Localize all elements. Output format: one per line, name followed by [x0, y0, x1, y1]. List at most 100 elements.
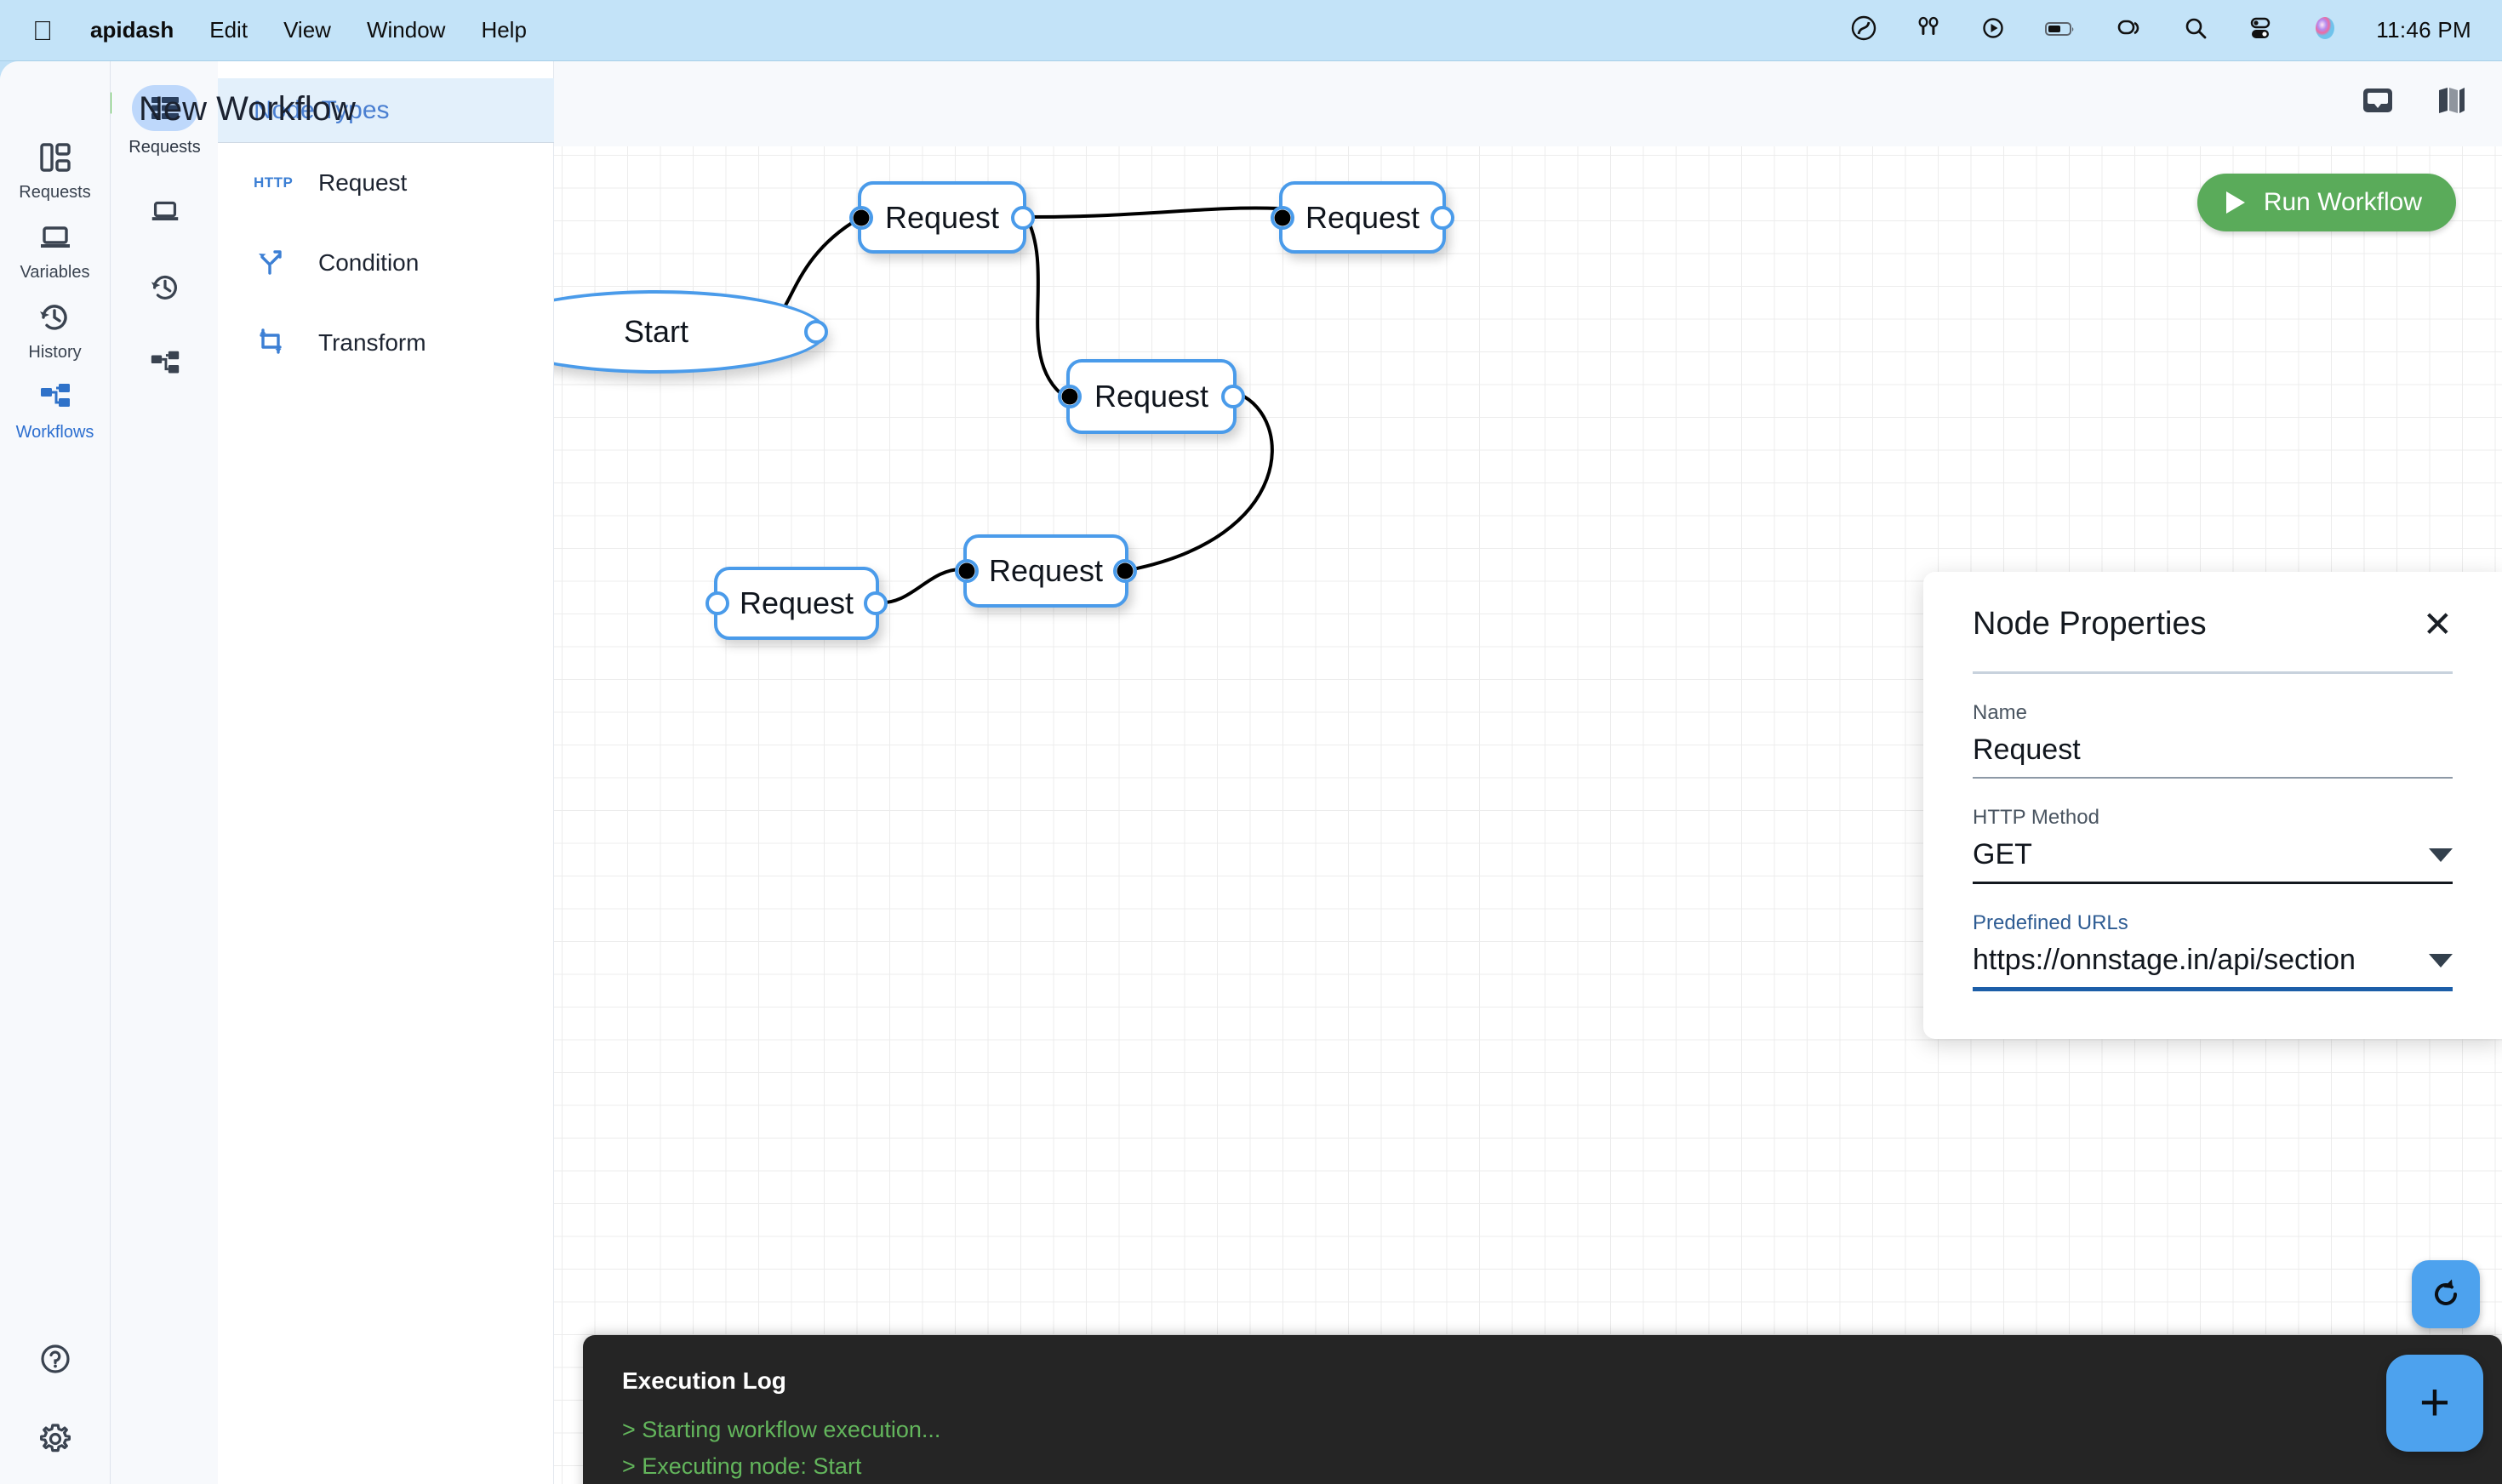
node-port-output[interactable] — [1431, 205, 1454, 230]
http-method-select-value[interactable]: GET — [1973, 838, 2032, 870]
canvas-node-start[interactable]: Start — [554, 290, 828, 374]
run-workflow-label: Run Workflow — [2263, 188, 2422, 216]
list-icon — [151, 97, 179, 119]
node-port-output[interactable] — [864, 591, 888, 615]
canvas-node-request-1-label: Request — [884, 199, 1000, 235]
canvas-node-request-2-label: Request — [1305, 199, 1420, 235]
execution-log-title: Execution Log — [622, 1367, 786, 1394]
divider — [1973, 671, 2453, 674]
add-fab[interactable]: + — [2386, 1355, 2483, 1452]
creative-cloud-icon[interactable] — [1850, 14, 1877, 46]
battery-icon[interactable] — [2044, 14, 2078, 46]
chevron-down-icon[interactable] — [2429, 953, 2453, 967]
panel-toggle-icon[interactable] — [2361, 83, 2395, 122]
page-title: New Workflow — [139, 90, 356, 128]
menu-item-edit[interactable]: Edit — [189, 17, 248, 43]
node-port-output[interactable] — [1113, 559, 1137, 583]
panel-tab-requests[interactable]: Requests — [111, 85, 218, 157]
menu-item-apidash[interactable]: apidash — [70, 17, 174, 43]
app-window: Requests Variables History — [0, 61, 2502, 1484]
panel-tab-history[interactable] — [111, 265, 218, 311]
apple-logo-icon[interactable]:  — [32, 17, 53, 44]
map-icon[interactable] — [2434, 83, 2468, 122]
control-center-icon[interactable] — [2247, 14, 2274, 46]
siri-icon[interactable] — [2311, 14, 2339, 46]
branch-icon — [254, 244, 294, 283]
link-chain-icon[interactable] — [2116, 14, 2145, 46]
name-input[interactable]: Request — [1973, 733, 2081, 766]
refresh-fab[interactable] — [2412, 1260, 2480, 1328]
canvas-node-request-3-label: Request — [1094, 379, 1209, 414]
field-predefined-urls-label: Predefined URLs — [1973, 911, 2128, 934]
sidebar-item-workflows[interactable]: Workflows — [16, 378, 94, 442]
node-port-output[interactable] — [1011, 205, 1035, 230]
gear-icon[interactable] — [36, 1419, 75, 1458]
node-types-header-label: Node Types — [254, 95, 390, 124]
field-http-method: HTTP Method GET — [1973, 806, 2453, 884]
field-underline — [1973, 777, 2453, 779]
field-http-method-label: HTTP Method — [1973, 806, 2099, 829]
dashboard-icon — [36, 138, 75, 177]
laptop-icon — [151, 201, 178, 220]
node-port-input[interactable] — [1271, 205, 1294, 230]
sidebar-item-variables[interactable]: Variables — [20, 218, 90, 283]
panel-tab-workflows[interactable] — [111, 341, 218, 387]
transform-icon — [254, 324, 294, 362]
close-icon[interactable]: ✕ — [2422, 603, 2453, 644]
sidebar-label-requests: Requests — [19, 183, 91, 202]
history-icon — [151, 275, 177, 300]
node-type-condition[interactable]: Condition — [218, 223, 554, 303]
node-port-output[interactable] — [1221, 385, 1245, 408]
workflow-icon — [36, 378, 75, 417]
field-predefined-urls: Predefined URLs https://onnstage.in/api/… — [1973, 911, 2453, 991]
node-properties-panel: Node Properties ✕ Name Request HTTP Meth… — [1923, 572, 2502, 1039]
play-icon — [2225, 191, 2245, 214]
sidebar-label-workflows: Workflows — [15, 423, 94, 442]
menu-item-view[interactable]: View — [263, 17, 331, 43]
canvas-node-request-2[interactable]: Request — [1271, 181, 1454, 254]
playback-icon[interactable] — [1979, 14, 2007, 46]
canvas-node-start-label: Start — [623, 314, 689, 349]
sidebar-item-history[interactable]: History — [28, 298, 82, 362]
log-line: > Executing node: Start — [622, 1453, 862, 1479]
menu-item-window[interactable]: Window — [346, 17, 445, 43]
node-type-request[interactable]: HTTP Request — [218, 143, 554, 223]
field-name: Name Request — [1973, 701, 2453, 779]
predefined-urls-select-value[interactable]: https://onnstage.in/api/section — [1973, 944, 2356, 976]
field-underline — [1973, 882, 2453, 884]
node-types-list: Node Types HTTP Request Condition — [218, 78, 554, 383]
canvas-node-request-5[interactable]: Request — [705, 567, 888, 640]
panel-tab-variables[interactable] — [111, 188, 218, 234]
canvas-node-request-5-label: Request — [739, 585, 854, 620]
run-workflow-button[interactable]: Run Workflow — [2196, 174, 2456, 231]
workflow-header-bar — [554, 61, 2502, 146]
workflow-icon — [151, 351, 179, 374]
menubar-clock: 11:46 PM — [2376, 17, 2471, 43]
menu-item-help[interactable]: Help — [460, 17, 526, 43]
history-icon — [35, 298, 74, 337]
macos-menu-bar:  apidash Edit View Window Help — [0, 0, 2502, 61]
node-port-input[interactable] — [1058, 385, 1082, 408]
help-circle-icon[interactable] — [36, 1339, 75, 1378]
search-icon[interactable] — [2182, 14, 2209, 46]
execution-log-panel: Execution Log > Starting workflow execut… — [583, 1335, 2502, 1484]
sidebar-label-variables: Variables — [20, 263, 90, 282]
node-type-transform-label: Transform — [318, 329, 426, 356]
panel-tab-requests-label: Requests — [129, 138, 201, 157]
node-port-input[interactable] — [849, 205, 873, 230]
canvas-node-request-4[interactable]: Request — [955, 534, 1137, 608]
log-line: > Starting workflow execution... — [622, 1417, 941, 1442]
node-port-input[interactable] — [955, 559, 979, 583]
canvas-node-request-3[interactable]: Request — [1058, 359, 1245, 434]
node-port-input[interactable] — [705, 591, 729, 615]
laptop-icon — [36, 218, 75, 257]
node-type-transform[interactable]: Transform — [218, 303, 554, 383]
airpods-icon[interactable] — [1915, 14, 1942, 46]
canvas-node-request-1[interactable]: Request — [849, 181, 1035, 254]
sidebar-item-requests[interactable]: Requests — [19, 138, 91, 203]
node-port-output[interactable] — [804, 320, 828, 344]
sidebar-label-history: History — [28, 343, 82, 362]
node-properties-title: Node Properties — [1973, 606, 2207, 642]
refresh-icon — [2435, 1279, 2457, 1305]
chevron-down-icon[interactable] — [2429, 848, 2453, 862]
